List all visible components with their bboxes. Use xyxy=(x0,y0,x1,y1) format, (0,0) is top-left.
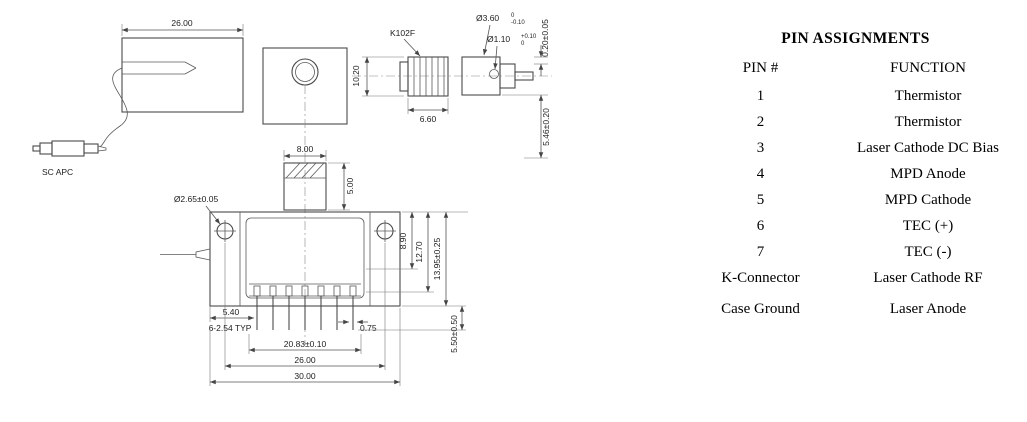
pin-number: 3 xyxy=(756,140,765,156)
dim-body-top-width: 26.00 xyxy=(171,18,193,28)
package-pins xyxy=(253,285,357,330)
pin-number: 6 xyxy=(756,218,765,234)
dim-pin-length: 5.50±0.50 xyxy=(449,315,459,353)
dim-connector-height: 10.20 xyxy=(351,65,361,87)
pin-row: 3 Laser Cathode DC Bias xyxy=(688,140,1023,157)
mounting-hole-left xyxy=(214,220,236,242)
dim-mid-depth: 12.70 xyxy=(414,241,424,263)
pin-number: 7 xyxy=(756,244,765,260)
pin-number: 1 xyxy=(756,88,765,104)
dim-snout-length: 5.00 xyxy=(345,177,355,194)
dia-outer-tol-upper: 0 xyxy=(511,13,515,19)
dia-inner-label: Ø1.10 xyxy=(487,34,510,44)
k-connector-label: K102F xyxy=(390,28,415,38)
pin-pitch-note: 6-2.54 TYP xyxy=(209,323,252,333)
dim-first-pin-offset: 5.40 xyxy=(223,307,240,317)
side-view-drawing: 26.00 SC APC xyxy=(32,13,552,345)
dim-body-width: 30.00 xyxy=(294,371,316,381)
dim-height-right: 5.46±0.20 xyxy=(541,108,551,146)
dim-snout-width: 8.00 xyxy=(297,144,314,154)
pin-function: MPD Anode xyxy=(890,166,966,182)
pin-row: 4 MPD Anode xyxy=(688,166,1023,183)
pin-number: 4 xyxy=(756,166,765,182)
pin-column-header: PIN # xyxy=(742,60,779,76)
pin-function: Laser Cathode DC Bias xyxy=(856,140,1000,156)
dim-tip-step: 0.20±0.05 xyxy=(540,19,550,57)
pin-function: Thermistor xyxy=(894,88,962,104)
pin-row: 1 Thermistor xyxy=(688,88,1023,105)
pin-function: Thermistor xyxy=(894,114,962,130)
function-column-header: FUNCTION xyxy=(890,60,966,76)
dia-inner-tol-upper: +0.10 xyxy=(521,34,537,40)
dim-body-depth: 13.95±0.25 xyxy=(432,237,442,280)
technical-drawing: 26.00 SC APC xyxy=(32,13,552,386)
pin-row: 7 TEC (-) xyxy=(688,244,1023,261)
dia-mount-hole: Ø2.65±0.05 xyxy=(174,194,219,204)
pin-row: 2 Thermistor xyxy=(688,114,1023,131)
top-view-drawing: 8.00 5.00 xyxy=(160,144,468,386)
pin-function: TEC (-) xyxy=(904,244,952,260)
dim-hole-spacing: 26.00 xyxy=(294,355,316,365)
dim-inner-depth: 8.90 xyxy=(398,232,408,249)
dia-outer-tol-lower: -0.10 xyxy=(511,20,525,26)
pin-function: Laser Anode xyxy=(889,301,967,317)
sc-apc-connector xyxy=(32,140,107,157)
pin-row: Case Ground Laser Anode xyxy=(688,301,1023,318)
pin-table-title: PIN ASSIGNMENTS xyxy=(781,30,930,47)
dia-inner-tol-lower: 0 xyxy=(521,41,525,47)
dim-pin-width: 0.75 xyxy=(360,323,377,333)
pin-number: K-Connector xyxy=(721,270,800,286)
pin-function: MPD Cathode xyxy=(884,192,972,208)
pin-row: K-Connector Laser Cathode RF xyxy=(688,270,1023,287)
dia-outer-label: Ø3.60 xyxy=(476,13,499,23)
pin-row: 5 MPD Cathode xyxy=(688,192,1023,209)
mounting-hole-right xyxy=(374,220,396,242)
dim-connector-width: 6.60 xyxy=(420,114,437,124)
dim-pin-span: 20.83±0.10 xyxy=(284,339,327,349)
pin-row: 6 TEC (+) xyxy=(688,218,1023,235)
pin-assignments-table: PIN ASSIGNMENTS PIN # FUNCTION 1 Thermis… xyxy=(688,30,1023,327)
pin-table-header: PIN # FUNCTION xyxy=(688,60,1023,77)
pin-function: TEC (+) xyxy=(902,218,954,234)
pin-number: 5 xyxy=(756,192,765,208)
pin-function: Laser Cathode RF xyxy=(873,270,983,286)
pin-number: Case Ground xyxy=(721,301,800,317)
connector-tip-detail xyxy=(461,56,534,96)
sc-apc-label: SC APC xyxy=(42,167,73,177)
pin-number: 2 xyxy=(756,114,765,130)
